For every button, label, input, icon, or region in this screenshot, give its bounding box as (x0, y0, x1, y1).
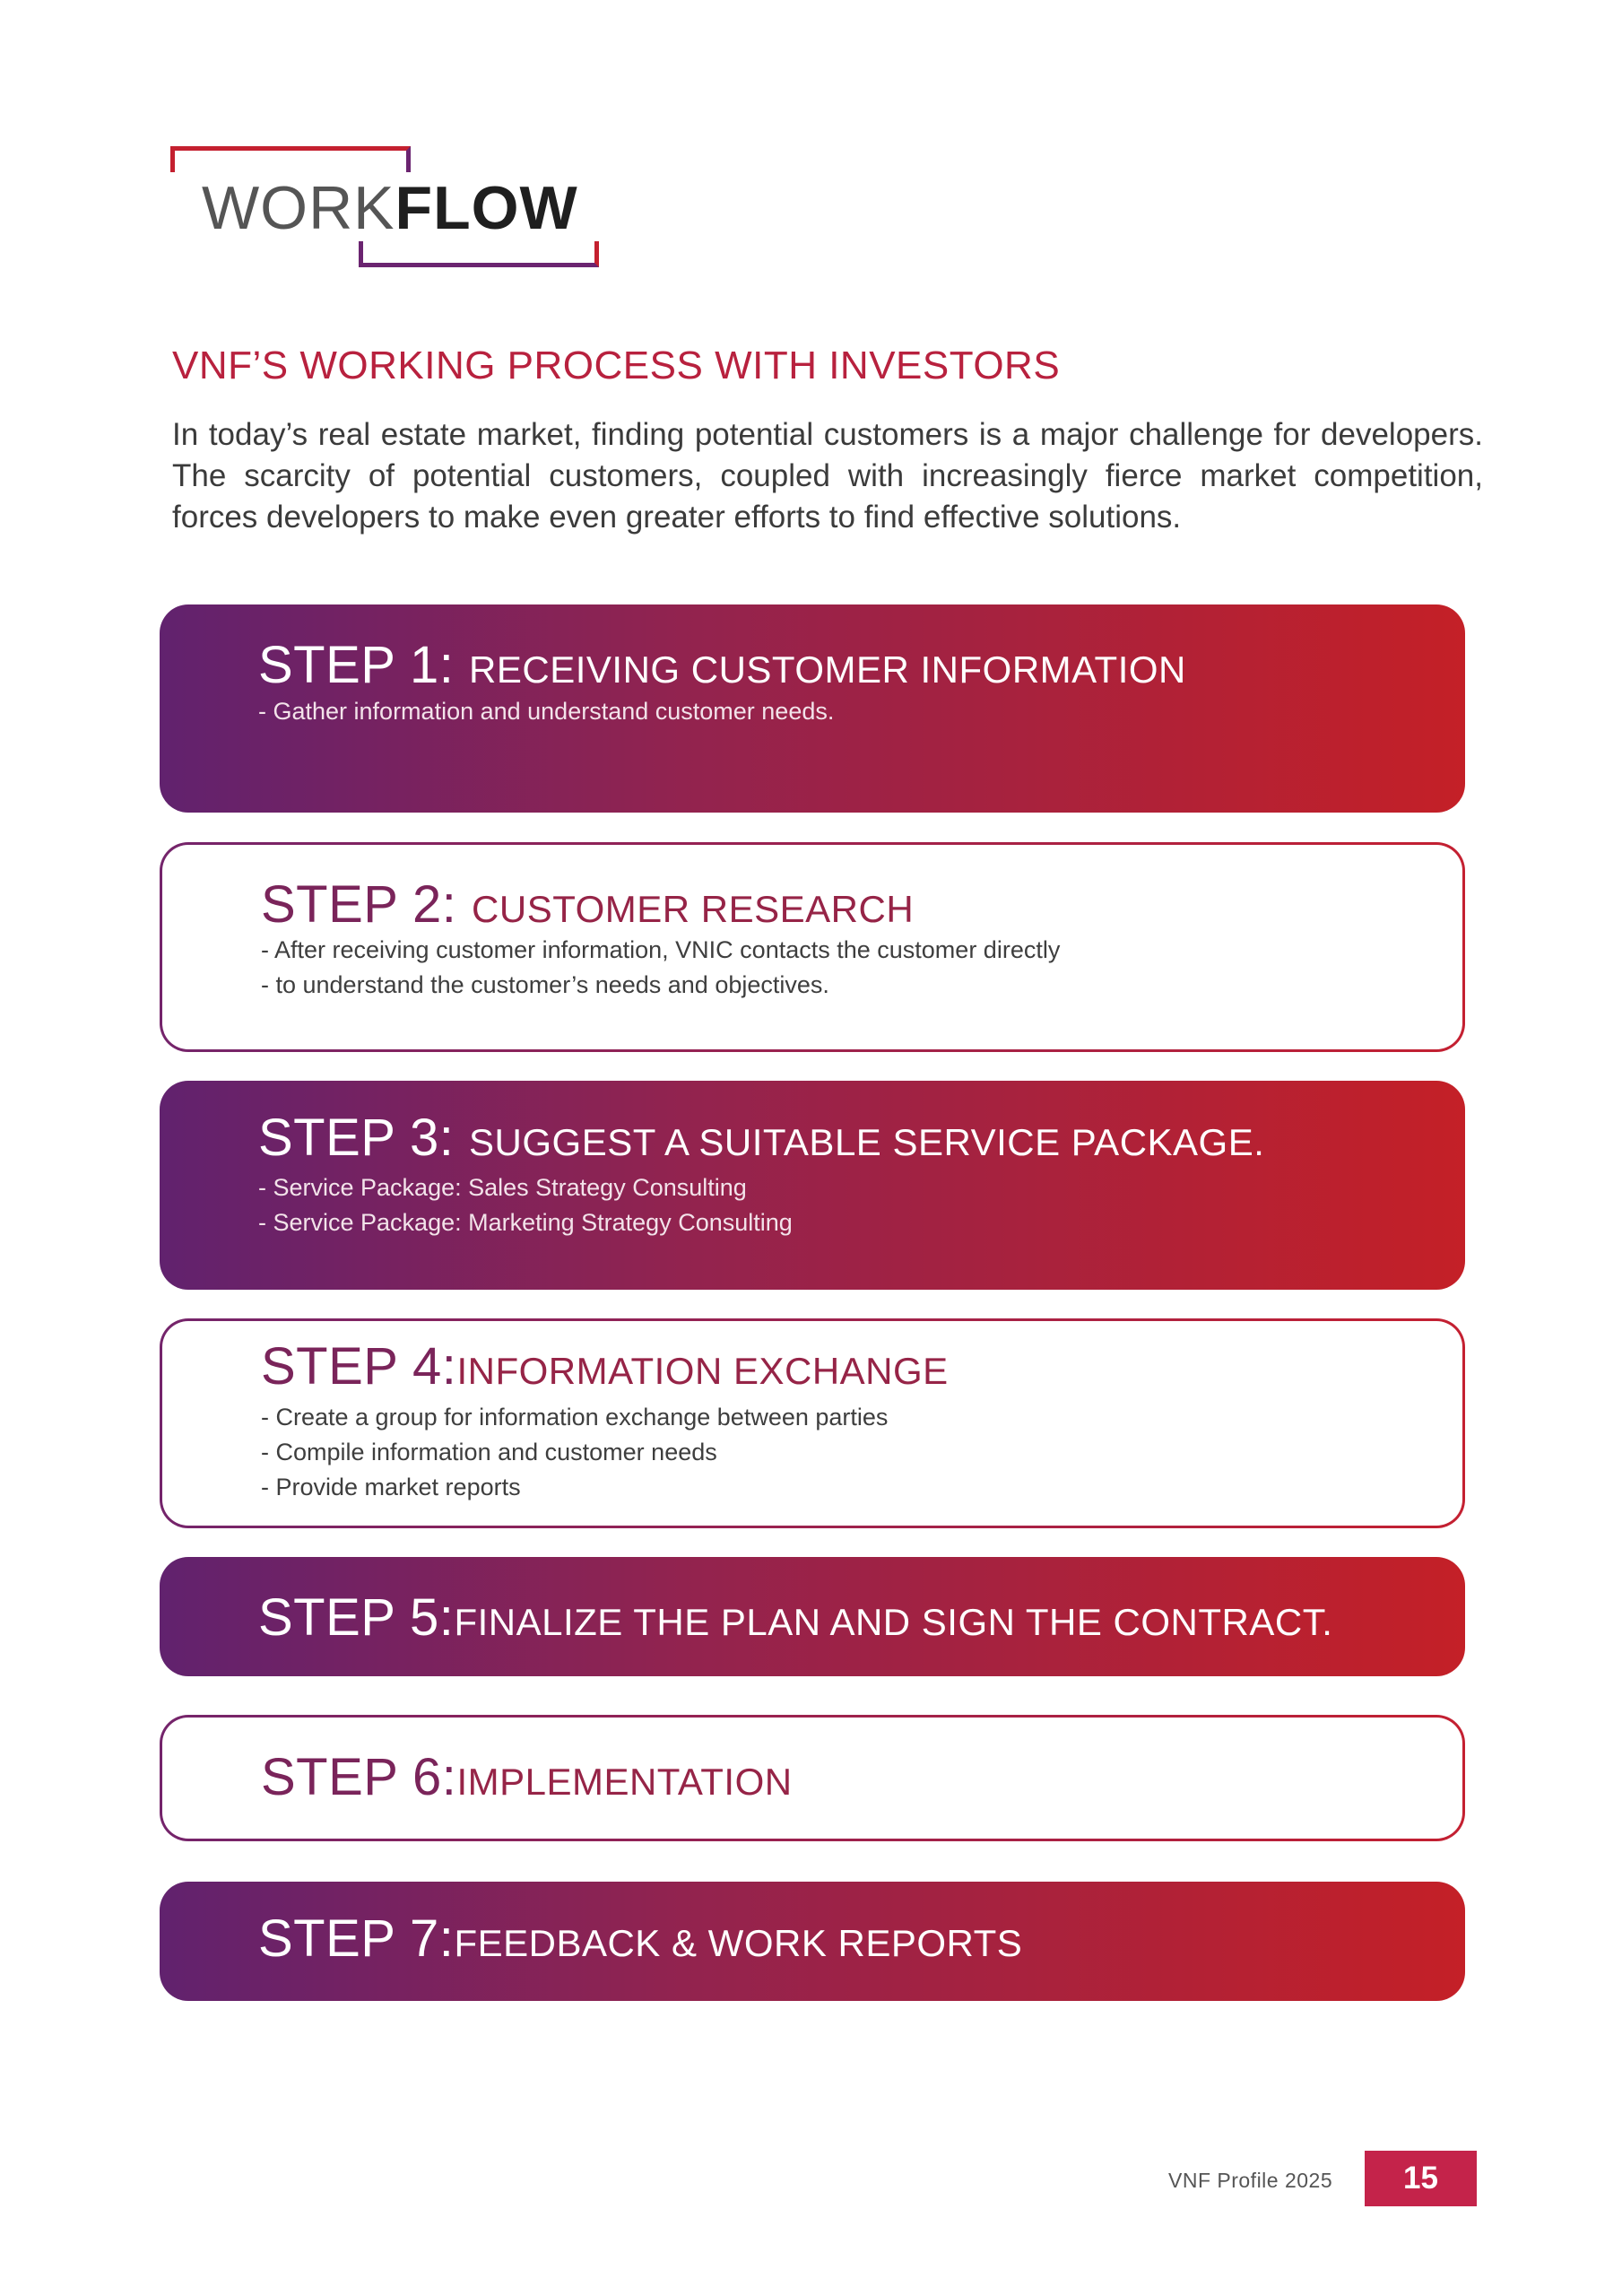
logo-word-bold: FLOW (395, 174, 578, 242)
step-6-number: STEP 6: (261, 1748, 457, 1806)
step-5-title: STEP 5:FINALIZE THE PLAN AND SIGN THE CO… (258, 1587, 1332, 1648)
section-heading: VNF’S WORKING PROCESS WITH INVESTORS (172, 344, 1061, 387)
step-5-card: STEP 5:FINALIZE THE PLAN AND SIGN THE CO… (160, 1557, 1465, 1676)
step-1-number: STEP 1: (258, 636, 470, 694)
step-3-card: STEP 3: SUGGEST A SUITABLE SERVICE PACKA… (160, 1081, 1465, 1290)
step-2-number: STEP 2: (261, 875, 473, 934)
step-4-line: - Provide market reports (261, 1474, 521, 1500)
step-4-name: INFORMATION EXCHANGE (456, 1350, 949, 1392)
step-2-title: STEP 2: CUSTOMER RESEARCH (261, 874, 914, 935)
step-7-title: STEP 7:FEEDBACK & WORK REPORTS (258, 1909, 1022, 1969)
step-2-line: - to understand the customer’s needs and… (261, 971, 829, 998)
logo-word-light: WORK (202, 174, 395, 242)
step-4-number: STEP 4: (261, 1337, 457, 1396)
step-3-line: - Service Package: Sales Strategy Consul… (258, 1174, 747, 1201)
step-3-line: - Service Package: Marketing Strategy Co… (258, 1209, 793, 1236)
step-4-line: - Create a group for information exchang… (261, 1404, 889, 1431)
step-1-line: - Gather information and understand cust… (258, 698, 835, 725)
step-7-card: STEP 7:FEEDBACK & WORK REPORTS (160, 1882, 1465, 2001)
step-5-name: FINALIZE THE PLAN AND SIGN THE CONTRACT. (454, 1601, 1333, 1643)
step-3-description: - Service Package: Sales Strategy Consul… (258, 1170, 793, 1240)
step-5-number: STEP 5: (258, 1588, 455, 1647)
step-2-card: STEP 2: CUSTOMER RESEARCH - After receiv… (160, 842, 1465, 1052)
step-2-description: - After receiving customer information, … (261, 933, 1060, 1003)
logo-bracket-bottom (359, 241, 599, 267)
step-1-description: - Gather information and understand cust… (258, 694, 834, 729)
footer-label: VNF Profile 2025 (1168, 2169, 1333, 2192)
workflow-logo: WORKFLOW (170, 146, 599, 267)
logo-bracket-top (170, 146, 411, 172)
step-3-title: STEP 3: SUGGEST A SUITABLE SERVICE PACKA… (258, 1108, 1264, 1168)
step-4-title: STEP 4:INFORMATION EXCHANGE (261, 1336, 949, 1396)
step-2-line: - After receiving customer information, … (261, 936, 1061, 963)
step-6-card: STEP 6:IMPLEMENTATION (160, 1715, 1465, 1841)
step-3-name: SUGGEST A SUITABLE SERVICE PACKAGE. (469, 1121, 1265, 1163)
step-4-card: STEP 4:INFORMATION EXCHANGE - Create a g… (160, 1318, 1465, 1528)
step-2-name: CUSTOMER RESEARCH (472, 888, 915, 930)
step-7-name: FEEDBACK & WORK REPORTS (454, 1922, 1023, 1964)
step-6-name: IMPLEMENTATION (456, 1761, 793, 1803)
logo-wordmark: WORKFLOW (202, 173, 578, 243)
step-4-line: - Compile information and customer needs (261, 1439, 717, 1465)
step-4-description: - Create a group for information exchang… (261, 1400, 888, 1505)
page-number: 15 (1365, 2151, 1477, 2206)
step-6-title: STEP 6:IMPLEMENTATION (261, 1747, 793, 1807)
intro-paragraph: In today’s real estate market, finding p… (172, 417, 1483, 535)
step-1-name: RECEIVING CUSTOMER INFORMATION (469, 648, 1186, 691)
step-1-card: STEP 1: RECEIVING CUSTOMER INFORMATION -… (160, 604, 1465, 813)
step-1-title: STEP 1: RECEIVING CUSTOMER INFORMATION (258, 635, 1186, 695)
step-7-number: STEP 7: (258, 1909, 455, 1968)
step-3-number: STEP 3: (258, 1109, 470, 1167)
